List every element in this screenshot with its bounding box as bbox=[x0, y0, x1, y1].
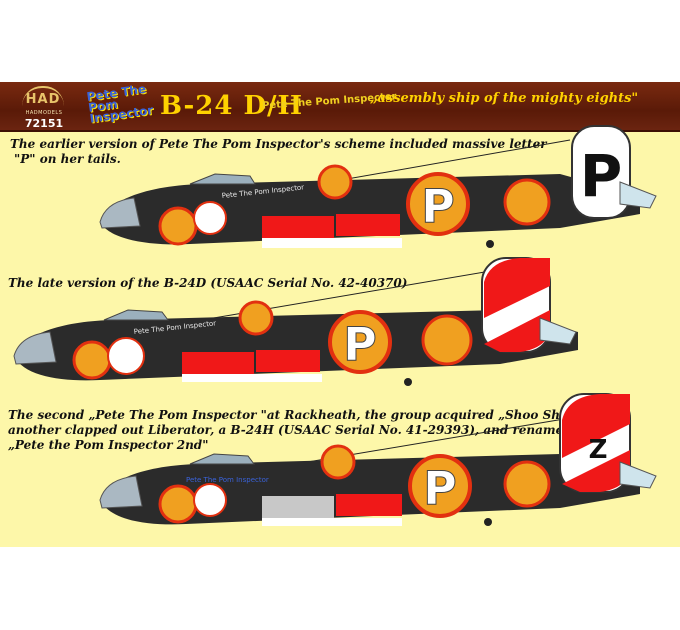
tail-red-upper-3 bbox=[562, 394, 630, 458]
caption-first-line2: "P" on her tails. bbox=[14, 152, 121, 166]
page-title: B-24 D/H bbox=[160, 91, 304, 121]
tail-red-lower-3 bbox=[562, 450, 630, 492]
fuselage-roundel-2 bbox=[328, 310, 392, 374]
fuselage-roundel-3 bbox=[408, 454, 472, 518]
red-stripe-1b bbox=[336, 214, 400, 236]
tailplane-1 bbox=[619, 181, 657, 209]
caption-third-line1: The second „Pete The Pom Inspector "at R… bbox=[8, 408, 624, 422]
caption-third-line3: „Pete the Pom Inspector 2nd" bbox=[8, 438, 209, 452]
nose-art-1 bbox=[193, 201, 227, 235]
bomber-profile-3: Z P Pete The Pom Inspector bbox=[99, 393, 657, 526]
fuselage-letter-3: P bbox=[423, 461, 457, 515]
red-stripe-3 bbox=[336, 494, 402, 516]
grey-panel-3 bbox=[262, 496, 334, 518]
wing-roundel-3 bbox=[320, 444, 356, 480]
fuselage-3 bbox=[100, 454, 640, 525]
wheel-1 bbox=[486, 240, 494, 248]
page-subtitle: „assembly ship of the mighty eights" bbox=[370, 91, 639, 106]
wing-roundel-1 bbox=[317, 164, 353, 200]
nose-glazing-2 bbox=[13, 331, 57, 365]
nose-roundel-3 bbox=[158, 484, 198, 524]
red-stripe-2b bbox=[256, 350, 320, 372]
fuselage-letter-2: P bbox=[343, 317, 377, 371]
cockpit-2 bbox=[103, 309, 169, 321]
brand-logo: HAD bbox=[22, 86, 64, 112]
fuselage-roundel-2b bbox=[421, 314, 473, 366]
product-number: 72151 bbox=[24, 117, 64, 130]
wheel-3 bbox=[484, 518, 492, 526]
fuselage-roundel-1b bbox=[503, 178, 551, 226]
wheel-2 bbox=[404, 378, 412, 386]
caption-first-line1: The earlier version of Pete The Pom Insp… bbox=[10, 137, 547, 151]
nose-roundel-1 bbox=[158, 206, 198, 246]
fuselage-roundel-1 bbox=[406, 172, 470, 236]
bomber-profile-2: P Pete The Pom Inspector bbox=[13, 257, 578, 386]
caption-first: The earlier version of Pete The Pom Insp… bbox=[10, 137, 547, 167]
fuselage-letter-1: P bbox=[421, 179, 455, 233]
red-stripe-2a bbox=[182, 352, 254, 374]
bomber-profile-1: P P Pete The Pom Inspector bbox=[99, 125, 657, 248]
nose-art-2 bbox=[107, 337, 145, 375]
cockpit-3 bbox=[189, 453, 255, 465]
cockpit-1 bbox=[189, 173, 256, 185]
white-stripe-2 bbox=[182, 374, 322, 382]
wing-roundel-2 bbox=[238, 300, 274, 336]
fuselage-roundel-3b bbox=[503, 460, 551, 508]
tail-letter-3: Z bbox=[589, 435, 608, 465]
red-stripe-1a bbox=[262, 216, 334, 238]
tail-fin-1 bbox=[571, 125, 631, 219]
fuselage-1 bbox=[100, 174, 640, 245]
caption-third: The second „Pete The Pom Inspector "at R… bbox=[8, 408, 624, 453]
nose-glazing-3 bbox=[99, 475, 143, 509]
nose-art-label-3: Pete The Pom Inspector bbox=[186, 476, 269, 484]
caption-second: The late version of the B-24D (USAAC Ser… bbox=[8, 276, 408, 290]
tailplane-3 bbox=[619, 461, 657, 489]
nose-roundel-2 bbox=[72, 340, 112, 380]
white-stripe-1 bbox=[262, 238, 402, 248]
header-banner bbox=[0, 82, 680, 132]
white-stripe-3 bbox=[262, 518, 402, 526]
nose-glazing-1 bbox=[99, 197, 141, 229]
nose-art-3 bbox=[193, 483, 227, 517]
tail-red-upper-2 bbox=[484, 258, 550, 318]
brand-subtext: HADMODELS bbox=[25, 110, 63, 116]
caption-third-line2: another clapped out Liberator, a B-24H (… bbox=[8, 423, 599, 437]
tail-red-lower-2 bbox=[484, 310, 550, 352]
tailplane-2 bbox=[539, 317, 577, 345]
tail-letter-1: P bbox=[580, 142, 623, 210]
